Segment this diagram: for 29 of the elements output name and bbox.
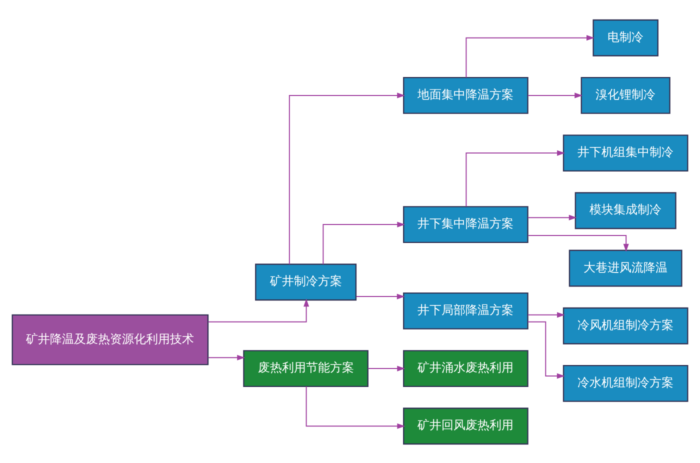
node-box: 井下局部降温方案	[403, 292, 528, 329]
node-box: 模块集成制冷	[574, 192, 676, 229]
arrow	[466, 150, 566, 206]
node-box: 矿井降温及废热资源化利用技术	[12, 314, 209, 365]
node-box: 矿井回风废热利用	[403, 407, 528, 444]
arrow	[322, 221, 406, 264]
arrow	[208, 354, 246, 360]
node-box: 废热利用节能方案	[243, 350, 368, 387]
arrow	[306, 385, 406, 428]
node-box: 矿井制冷方案	[255, 263, 357, 300]
node-box: 矿井涌水废热利用	[403, 350, 528, 387]
node-box: 冷水机组制冷方案	[562, 364, 688, 402]
node-box: 大巷进风流降温	[568, 249, 682, 286]
arrow	[368, 365, 406, 371]
node-box: 井下机组集中制冷	[562, 134, 688, 172]
node-box: 冷风机组制冷方案	[562, 306, 688, 344]
arrow	[527, 92, 583, 98]
node-box: 电制冷	[592, 18, 658, 56]
node-box: 溴化锂制冷	[580, 76, 670, 114]
arrow	[356, 293, 405, 299]
node-box: 井下集中降温方案	[403, 206, 528, 243]
arrow	[527, 320, 565, 378]
arrow	[466, 34, 594, 78]
arrow	[288, 92, 406, 264]
arrow	[208, 298, 310, 322]
arrow	[527, 214, 577, 220]
node-box: 地面集中降温方案	[403, 76, 528, 114]
arrow	[527, 312, 565, 318]
arrow	[528, 234, 629, 252]
